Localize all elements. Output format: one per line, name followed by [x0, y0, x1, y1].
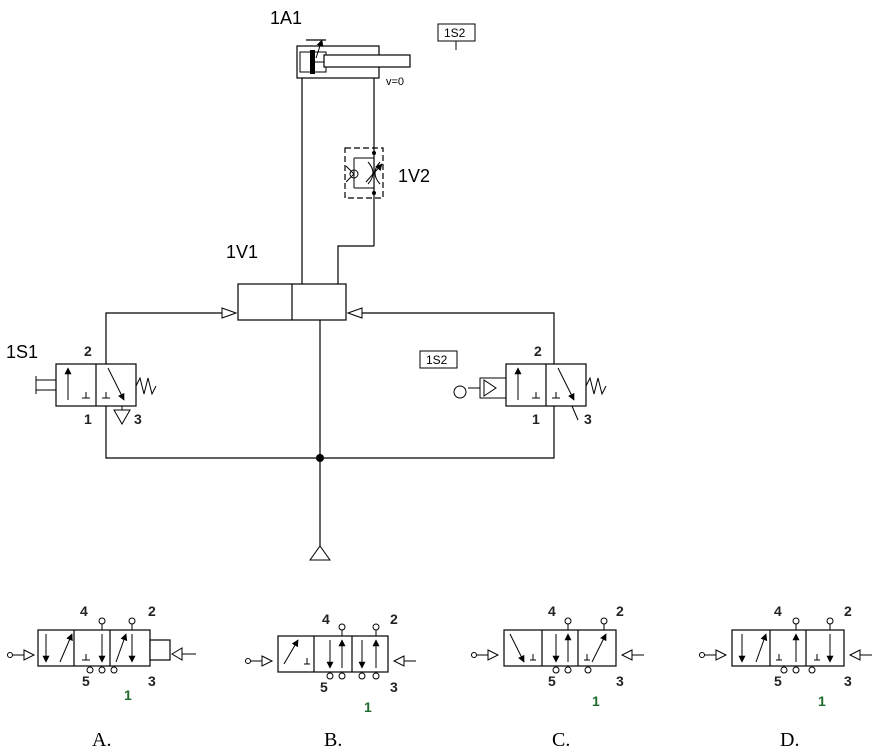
throttle-label: 1V2: [398, 166, 430, 186]
option-a-port-2: 2: [148, 603, 156, 619]
velocity-label: v=0: [386, 76, 404, 88]
option-d-port-5: 5: [774, 673, 782, 689]
main-valve-label: 1V1: [226, 242, 258, 262]
option-c-valve: [471, 617, 644, 674]
option-b-port-5: 5: [320, 679, 328, 695]
main-valve-1v1: [221, 283, 363, 321]
sensor-tag-top-label: 1S2: [444, 26, 466, 40]
option-b-port-4: 4: [322, 611, 330, 627]
option-c-port-1: 1: [592, 693, 600, 709]
right-valve-tag-label: 1S2: [426, 353, 448, 367]
throttle-check-valve-1v2: [344, 147, 384, 199]
option-a-port-4: 4: [80, 603, 88, 619]
option-b-port-1: 1: [364, 699, 372, 715]
option-a-letter: A.: [92, 729, 111, 751]
option-a-port-3: 3: [148, 673, 156, 689]
option-d-port-1: 1: [818, 693, 826, 709]
option-b-valve: [245, 623, 416, 680]
right-port-1: 1: [532, 411, 540, 427]
option-b-port-3: 3: [390, 679, 398, 695]
option-c-port-3: 3: [616, 673, 624, 689]
cylinder-1a1: [296, 39, 411, 79]
option-d-valve: [699, 617, 872, 674]
option-c-port-2: 2: [616, 603, 624, 619]
pilot-lines: [105, 312, 555, 458]
right-port-2: 2: [534, 343, 542, 359]
option-d-port-2: 2: [844, 603, 852, 619]
left-valve-label: 1S1: [6, 342, 38, 362]
option-d-letter: D.: [780, 729, 799, 751]
option-c-port-4: 4: [548, 603, 556, 619]
option-b-port-2: 2: [390, 611, 398, 627]
option-a-valve: [7, 617, 196, 674]
left-port-2: 2: [84, 343, 92, 359]
option-a-port-5: 5: [82, 673, 90, 689]
option-d-port-4: 4: [774, 603, 782, 619]
right-valve-1s2: [453, 363, 607, 421]
right-valve-tag: [419, 350, 458, 369]
option-c-letter: C.: [552, 729, 570, 751]
sensor-tag-top: [437, 23, 476, 50]
option-a-port-1: 1: [124, 687, 132, 703]
right-port-3: 3: [584, 411, 592, 427]
option-c-port-5: 5: [548, 673, 556, 689]
supply-lines: [105, 406, 555, 561]
option-d-port-3: 3: [844, 673, 852, 689]
option-b-letter: B.: [324, 729, 342, 751]
cylinder-label: 1A1: [270, 8, 302, 28]
left-valve-1s1: [35, 363, 157, 426]
left-port-1: 1: [84, 411, 92, 427]
left-port-3: 3: [134, 411, 142, 427]
cylinder-lines: [301, 78, 375, 284]
